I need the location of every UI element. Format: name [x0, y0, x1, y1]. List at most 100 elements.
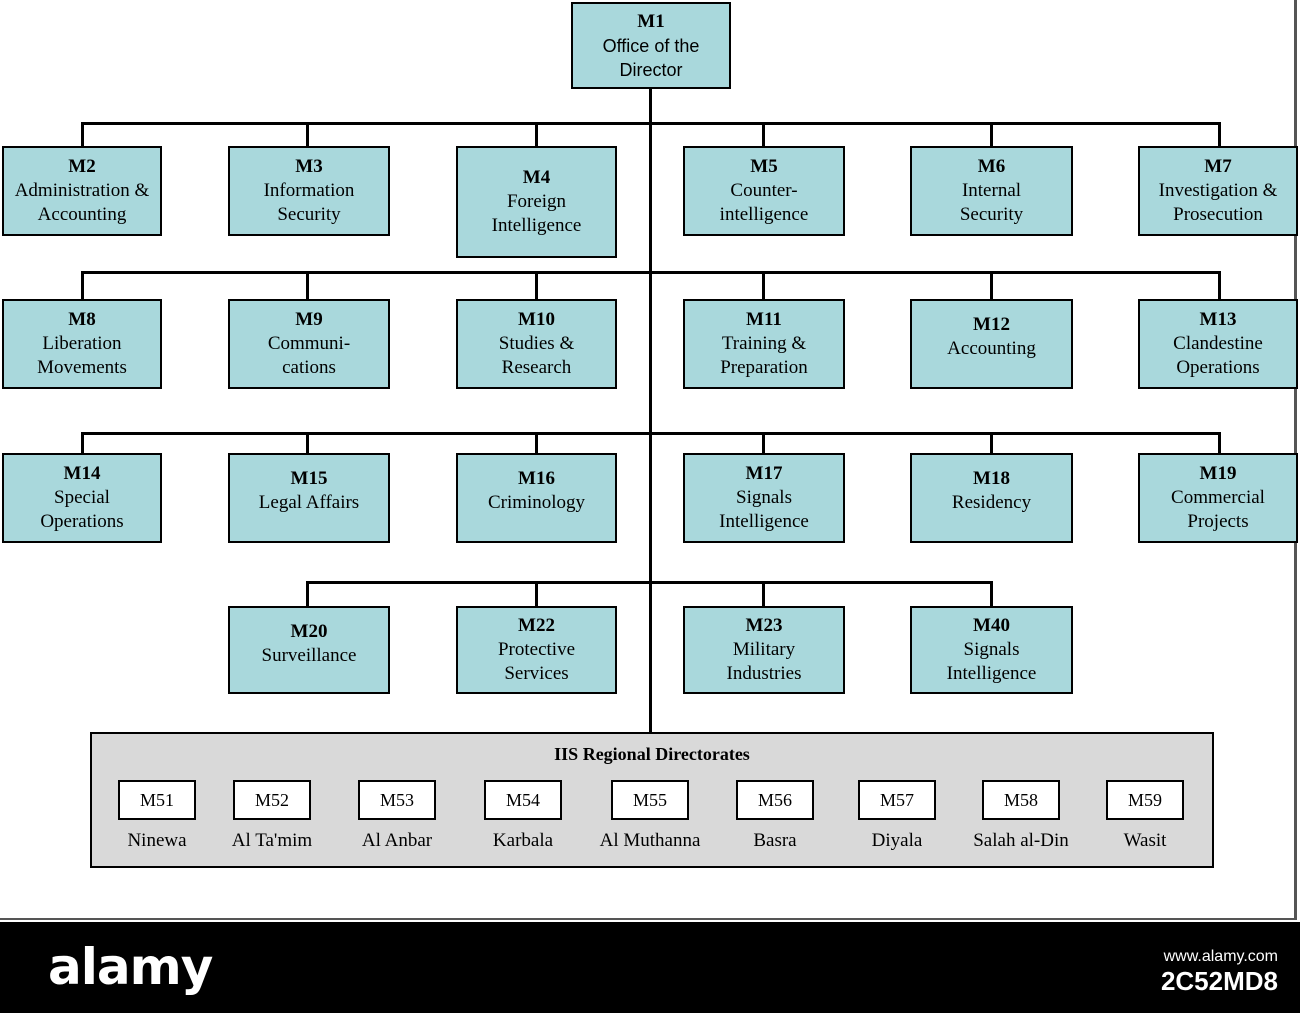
directorate-name: Special Operations — [40, 487, 124, 532]
directorate-box: M4 Foreign Intelligence — [456, 146, 617, 258]
directorate-code: M22 — [518, 615, 555, 636]
director-name: Office of the Director — [602, 35, 700, 80]
directorate-name: Counter-intelligence — [719, 180, 809, 225]
footer-url: www.alamy.com — [1163, 948, 1278, 965]
row3-drop — [990, 432, 993, 453]
directorate-name: Liberation Movements — [37, 333, 127, 378]
directorate-code: M18 — [973, 468, 1010, 489]
directorate-box: M5 Counter-intelligence — [683, 146, 845, 236]
directorate-code: M40 — [973, 615, 1010, 636]
regional-label: Salah al-Din — [973, 830, 1069, 851]
row3-drop — [762, 432, 765, 453]
directorate-name: Signals Intelligence — [946, 639, 1037, 684]
regional-code-box: M52 — [233, 780, 311, 820]
row2-drop — [990, 271, 993, 299]
regional-label: Diyala — [871, 830, 923, 851]
directorate-name: Administration & Accounting — [14, 180, 150, 225]
row3-drop — [306, 432, 309, 453]
row2-drop — [535, 271, 538, 299]
regional-label: Ninewa — [127, 830, 187, 851]
row1-drop — [990, 122, 993, 146]
directorate-box: M13 Clandestine Operations — [1138, 299, 1298, 389]
regional-code-box: M56 — [736, 780, 814, 820]
directorate-name: Protective Services — [497, 639, 576, 684]
directorate-box: M8 Liberation Movements — [2, 299, 162, 389]
regional-label: Al Ta'mim — [231, 830, 313, 851]
row2-drop — [1218, 271, 1221, 299]
directorate-box: M22 Protective Services — [456, 606, 617, 694]
directorate-box: M18 Residency — [910, 453, 1073, 543]
directorate-code: M13 — [1199, 309, 1237, 330]
org-chart: M1 Office of the Director M2 Administrat… — [0, 0, 1300, 922]
directorate-code: M3 — [295, 156, 323, 177]
row3-drop — [81, 432, 84, 453]
director-code: M1 — [637, 10, 665, 32]
directorate-name: Signals Intelligence — [719, 487, 809, 532]
director-box: M1 Office of the Director — [571, 2, 731, 89]
directorate-name: Training & Preparation — [720, 333, 808, 378]
regional-label: Wasit — [1123, 830, 1167, 851]
directorate-name: Internal Security — [959, 180, 1024, 225]
directorate-box: M6 Internal Security — [910, 146, 1073, 236]
directorate-code: M10 — [518, 309, 555, 330]
regional-code-box: M57 — [858, 780, 936, 820]
row1-drop — [306, 122, 309, 146]
directorate-code: M8 — [68, 309, 96, 330]
directorate-box: M23 Military Industries — [683, 606, 845, 694]
row2-bar — [81, 271, 1221, 274]
directorate-box: M16 Criminology — [456, 453, 617, 543]
regional-label: Karbala — [492, 830, 554, 851]
directorate-box: M17 Signals Intelligence — [683, 453, 845, 543]
directorate-name: Criminology — [487, 492, 586, 513]
row2-drop — [762, 271, 765, 299]
directorate-code: M2 — [68, 156, 96, 177]
directorate-name: Communi-cations — [267, 333, 351, 378]
row4-drop — [535, 581, 538, 606]
trunk-line — [649, 89, 652, 732]
directorate-box: M19 Commercial Projects — [1138, 453, 1298, 543]
row3-bar — [81, 432, 1221, 435]
directorate-name: Residency — [951, 492, 1032, 513]
row2-drop — [306, 271, 309, 299]
directorate-box: M40 Signals Intelligence — [910, 606, 1073, 694]
row1-drop — [535, 122, 538, 146]
directorate-name: Surveillance — [261, 645, 357, 666]
regional-code-box: M53 — [358, 780, 436, 820]
regional-label: Basra — [753, 830, 797, 851]
row4-drop — [306, 581, 309, 606]
row1-drop — [762, 122, 765, 146]
directorate-box: M14 Special Operations — [2, 453, 162, 543]
regional-code-box: M51 — [118, 780, 196, 820]
directorate-code: M17 — [745, 463, 783, 484]
directorate-box: M15 Legal Affairs — [228, 453, 390, 543]
directorate-code: M15 — [290, 468, 328, 489]
directorate-code: M14 — [63, 463, 101, 484]
directorate-code: M11 — [746, 309, 782, 330]
regional-code-box: M54 — [484, 780, 562, 820]
regional-label: Al Anbar — [361, 830, 433, 851]
directorate-box: M11 Training & Preparation — [683, 299, 845, 389]
row4-drop — [762, 581, 765, 606]
directorate-code: M7 — [1204, 156, 1232, 177]
regional-title: IIS Regional Directorates — [554, 744, 750, 764]
regional-code-box: M59 — [1106, 780, 1184, 820]
directorate-name: Information Security — [263, 180, 355, 225]
directorate-box: M12 Accounting — [910, 299, 1073, 389]
row4-drop — [990, 581, 993, 606]
directorate-box: M10 Studies & Research — [456, 299, 617, 389]
directorate-code: M4 — [522, 167, 551, 188]
directorate-name: Legal Affairs — [258, 492, 360, 513]
alamy-logo: alamy — [48, 938, 213, 996]
row1-drop — [81, 122, 84, 146]
row3-drop — [535, 432, 538, 453]
row4-bar — [306, 581, 993, 584]
directorate-code: M6 — [977, 156, 1006, 177]
directorate-code: M23 — [745, 615, 783, 636]
directorate-code: M12 — [973, 314, 1010, 335]
regional-directorates-panel: IIS Regional Directorates M51 Ninewa M52… — [90, 732, 1214, 868]
directorate-code: M16 — [518, 468, 555, 489]
directorate-box: M20 Surveillance — [228, 606, 390, 694]
directorate-name: Accounting — [947, 338, 1036, 359]
directorate-code: M20 — [290, 621, 328, 642]
row1-drop — [1218, 122, 1221, 146]
